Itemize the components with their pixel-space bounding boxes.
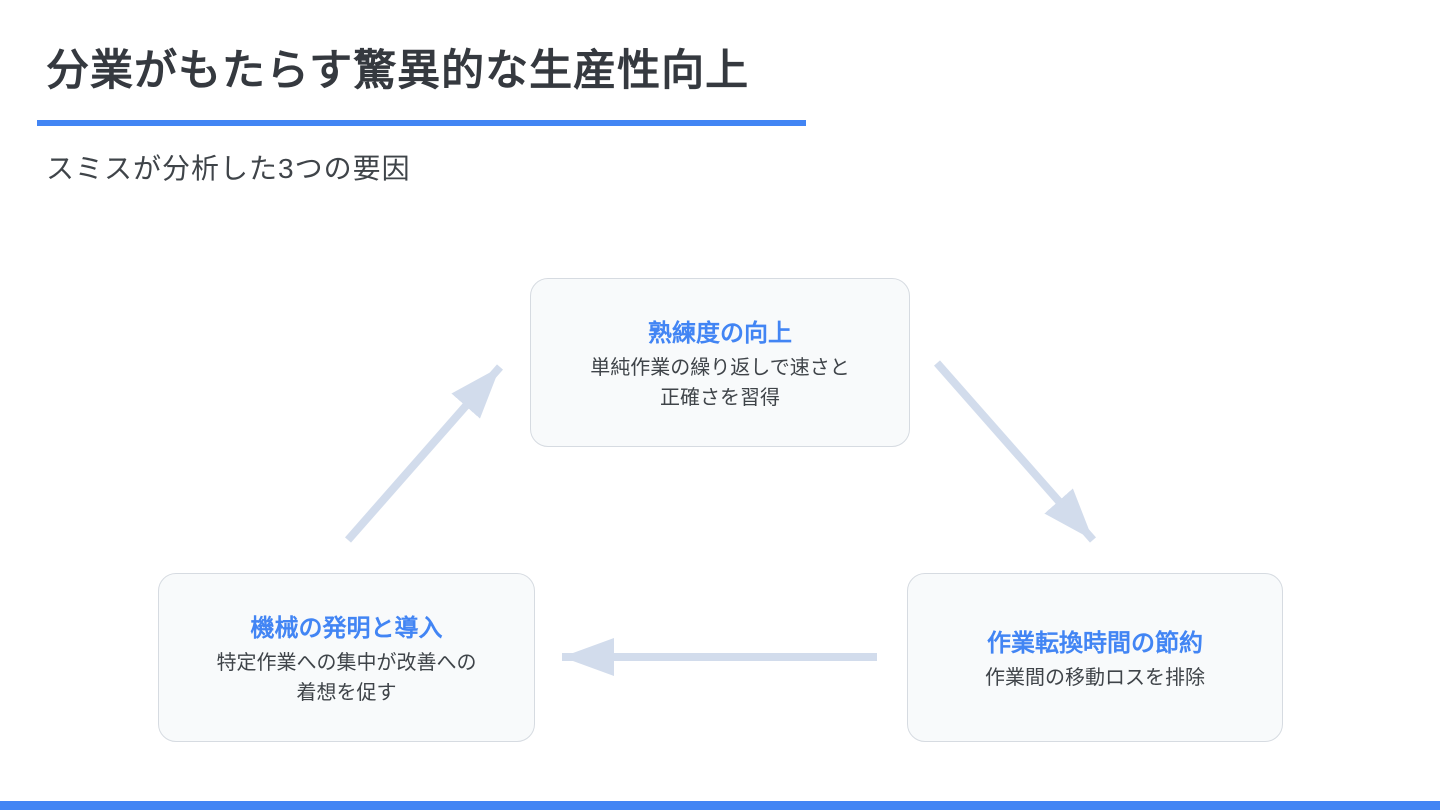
cycle-node-proficiency: 熟練度の向上 単純作業の繰り返しで速さと 正確さを習得 (530, 278, 910, 447)
node-body-line: 特定作業への集中が改善への (216, 651, 477, 674)
slide-subtitle: スミスが分析した3つの要因 (46, 153, 411, 184)
cycle-node-machinery: 機械の発明と導入 特定作業への集中が改善への 着想を促す (158, 573, 535, 742)
bottom-accent-bar (0, 801, 1440, 810)
node-title: 機械の発明と導入 (250, 614, 443, 642)
node-title: 作業転換時間の節約 (987, 629, 1203, 657)
title-underline (37, 120, 806, 126)
node-body-line: 着想を促す (296, 681, 397, 704)
node-body-line: 単純作業の繰り返しで速さと (590, 356, 850, 379)
arrow-left-to-top-icon (344, 364, 504, 543)
node-title: 熟練度の向上 (648, 319, 792, 347)
node-body-line: 正確さを習得 (660, 386, 780, 409)
cycle-node-time-saving: 作業転換時間の節約 作業間の移動ロスを排除 (907, 573, 1283, 742)
node-body-line: 作業間の移動ロスを排除 (985, 666, 1205, 689)
page-title: 分業がもたらす驚異的な生産性向上 (46, 47, 750, 95)
arrow-top-to-right-icon (933, 360, 1097, 543)
